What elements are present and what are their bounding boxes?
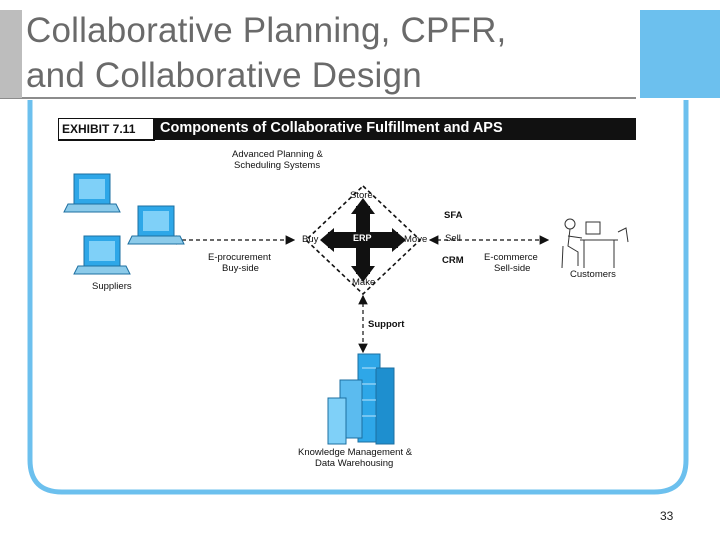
- exhibit-header-bar: [58, 118, 636, 140]
- slide-title: Collaborative Planning, CPFR, and Collab…: [26, 8, 646, 98]
- knowledge-management-label-line-2: Data Warehousing: [315, 458, 394, 469]
- customers-label: Customers: [570, 269, 616, 280]
- exhibit-diagram: [58, 118, 636, 445]
- ecommerce-label-line-1: E-commerce: [484, 252, 538, 263]
- title-line-1: Collaborative Planning, CPFR,: [26, 11, 507, 50]
- erp-diamond: [304, 184, 422, 296]
- supplier-computer-icon: [73, 235, 131, 275]
- exhibit-number-box: [58, 118, 155, 141]
- supplier-computer-icon: [127, 205, 185, 245]
- data-warehouse-building-icon: [327, 353, 395, 445]
- exhibit-title: Components of Collaborative Fulfillment …: [160, 120, 503, 136]
- sfa-label: SFA: [444, 210, 463, 221]
- exhibit-number: EXHIBIT 7.11: [62, 122, 136, 136]
- sell-label: Sell: [445, 233, 461, 244]
- store-label: Store: [350, 190, 373, 201]
- eprocurement-label-line-2: Buy-side: [222, 263, 259, 274]
- page-number: 33: [660, 509, 674, 523]
- move-label: Move: [404, 234, 428, 245]
- crm-label: CRM: [442, 255, 464, 266]
- make-label: Make: [352, 277, 376, 288]
- erp-label: ERP: [353, 233, 372, 243]
- customer-at-desk-icon: [561, 218, 629, 269]
- aps-label-line-1: Advanced Planning &: [232, 149, 323, 160]
- title-line-2: and Collaborative Design: [26, 56, 422, 95]
- suppliers-label: Suppliers: [92, 281, 132, 292]
- buy-label: Buy: [302, 234, 319, 245]
- knowledge-management-label-line-1: Knowledge Management &: [298, 447, 413, 458]
- aps-label-line-2: Scheduling Systems: [234, 160, 321, 171]
- ecommerce-label-line-2: Sell-side: [494, 263, 531, 274]
- eprocurement-label-line-1: E-procurement: [208, 252, 271, 263]
- support-label: Support: [368, 319, 405, 330]
- supplier-computer-icon: [63, 173, 121, 213]
- erp-four-way-arrow: [320, 198, 406, 282]
